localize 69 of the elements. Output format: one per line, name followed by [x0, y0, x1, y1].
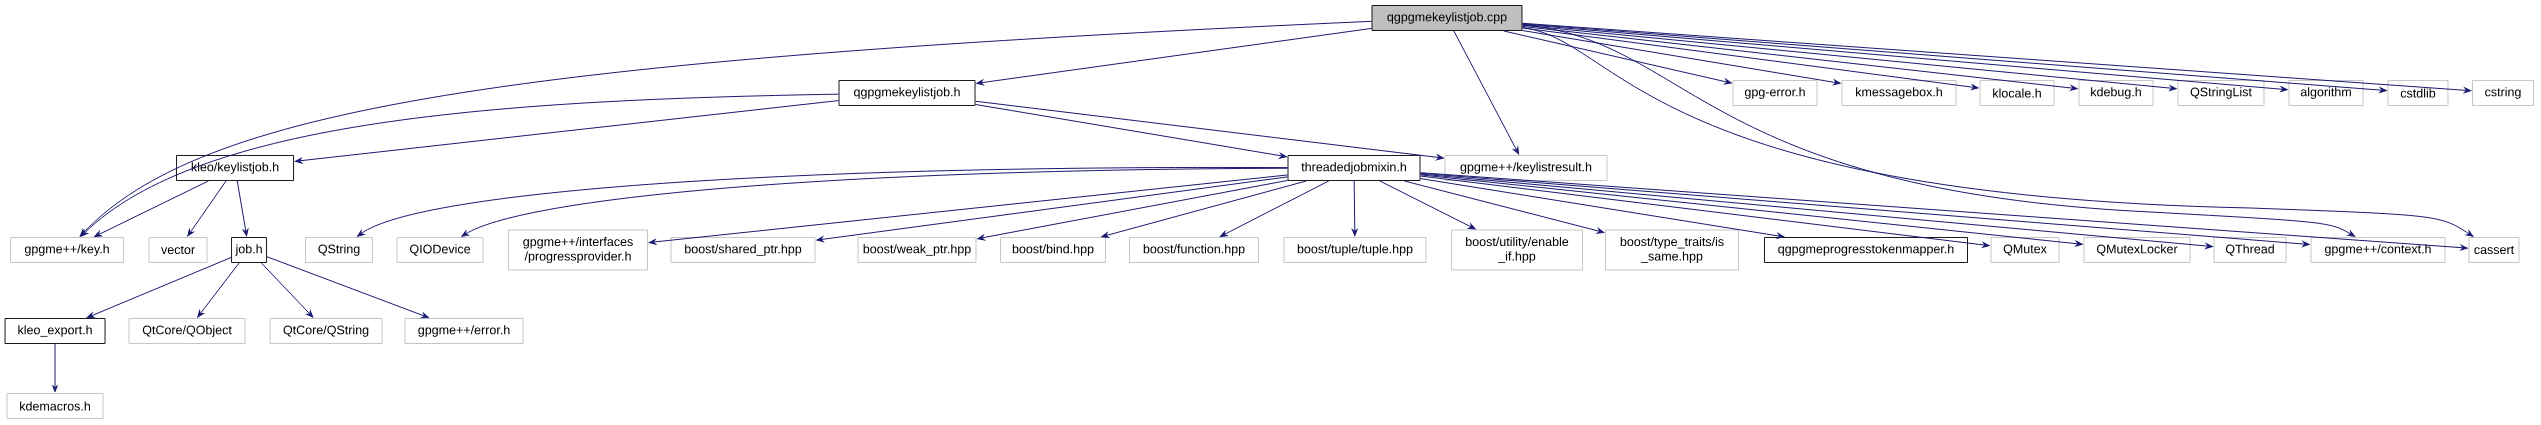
file-box: gpgme++/error.h	[404, 318, 524, 344]
file-box: algorithm	[2288, 80, 2364, 106]
arrow	[236, 180, 249, 237]
file-box: gpgme++/keylistresult.h	[1444, 155, 1608, 181]
arrow	[260, 262, 314, 318]
file-box: cstring	[2472, 80, 2534, 106]
arrow	[976, 27, 1373, 86]
file-box: cstdlib	[2387, 80, 2449, 106]
file-box: qgpgmekeylistjob.h	[838, 80, 976, 106]
arrow	[1379, 180, 1476, 230]
file-box: kmessagebox.h	[1841, 80, 1957, 106]
arrow	[816, 176, 1289, 243]
file-box: boost/tuple/tuple.hpp	[1283, 237, 1427, 263]
file-box: job.h	[231, 237, 267, 263]
file-box: qgpgmeprogresstokenmapper.h	[1764, 237, 1968, 263]
arrow	[1101, 180, 1307, 238]
file-box: kdemacros.h	[6, 393, 104, 419]
file-box: kdebug.h	[2078, 80, 2154, 106]
arrow	[294, 100, 840, 164]
arrow	[1503, 30, 1732, 85]
arrow	[52, 343, 58, 393]
arrow	[1220, 180, 1330, 237]
file-box: klocale.h	[1979, 80, 2055, 106]
file-box: gpgme++/context.h	[2310, 237, 2446, 263]
file-box: QString	[305, 237, 373, 263]
arrow	[197, 262, 240, 318]
arrow	[1419, 178, 1785, 239]
arrow	[1419, 172, 2468, 251]
arrow	[1521, 27, 1979, 90]
file-box: cassert	[2468, 237, 2520, 263]
file-box: boost/shared_ptr.hpp	[670, 237, 816, 263]
arrow	[266, 256, 429, 319]
file-box: QtCore/QString	[269, 318, 383, 344]
arrow	[86, 257, 232, 318]
arrow	[1521, 30, 1841, 86]
arrow	[977, 179, 1289, 241]
file-box: QMutex	[1990, 237, 2060, 263]
arrow	[1403, 180, 1605, 234]
file-box: gpgme++/interfaces /progressprovider.h	[508, 229, 648, 271]
file-box: kleo/keylistjob.h	[176, 155, 294, 181]
arrow	[187, 180, 227, 237]
arrow	[1419, 174, 2083, 247]
arrow	[1521, 25, 2078, 91]
file-box: QIODevice	[396, 237, 484, 263]
arrow	[94, 180, 209, 237]
arrow	[1453, 30, 1520, 155]
file-box: QMutexLocker	[2083, 237, 2191, 263]
arrow	[79, 20, 1373, 237]
file-box: qgpgmekeylistjob.cpp	[1371, 5, 1523, 31]
arrow	[1521, 24, 2177, 91]
arrow	[974, 103, 1287, 159]
file-box: gpgme++/key.h	[10, 237, 124, 263]
file-box: threadedjobmixin.h	[1287, 155, 1421, 181]
file-box: QThread	[2213, 237, 2287, 263]
file-box: QtCore/QObject	[128, 318, 246, 344]
arrow	[974, 100, 1444, 161]
arrow	[648, 174, 1289, 245]
file-box: vector	[148, 237, 208, 263]
file-box: boost/utility/enable _if.hpp	[1451, 229, 1583, 271]
arrow	[1419, 175, 1990, 248]
file-box: QStringList	[2177, 80, 2265, 106]
arrow	[80, 93, 840, 237]
file-box: boost/type_traits/is _same.hpp	[1605, 229, 1739, 271]
arrow	[1351, 180, 1358, 237]
file-box: boost/function.hpp	[1129, 237, 1259, 263]
file-box: boost/bind.hpp	[1000, 237, 1106, 263]
file-box: kleo_export.h	[4, 318, 106, 344]
file-box: boost/weak_ptr.hpp	[857, 237, 977, 263]
file-box: gpg-error.h	[1732, 80, 1818, 106]
